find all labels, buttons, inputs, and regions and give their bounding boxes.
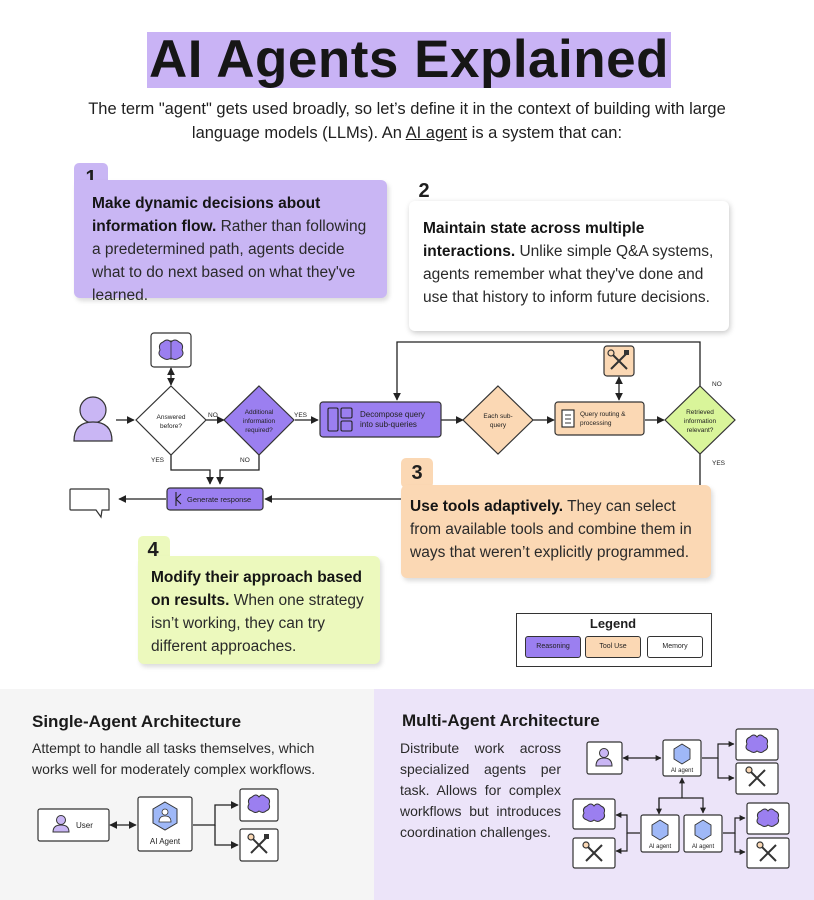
tools-icon bbox=[746, 837, 790, 869]
label-yes-2: YES bbox=[151, 457, 165, 464]
card-3-heading: Use tools adaptively. bbox=[410, 498, 564, 515]
decompose-line2: into sub-queries bbox=[360, 420, 417, 429]
multi-agent-title: Multi-Agent Architecture bbox=[402, 711, 600, 730]
card-2-heading: Maintain state across multiple interacti… bbox=[423, 220, 645, 260]
intro-before: The term "agent" gets used broadly, so l… bbox=[88, 100, 726, 142]
brain-icon bbox=[239, 788, 279, 822]
page-title: AI Agents Explained bbox=[149, 30, 669, 89]
each-sub-line2: query bbox=[490, 422, 507, 429]
retrieved-line2: information bbox=[684, 418, 717, 425]
retrieved-line3: relevant? bbox=[687, 427, 714, 434]
card-modify-approach: Modify their approach based on results. … bbox=[138, 556, 380, 664]
single-user-label: User bbox=[76, 821, 93, 830]
document-icon bbox=[561, 409, 575, 428]
answered-before-line2: before? bbox=[160, 423, 182, 430]
generate-response-box: Generate response bbox=[166, 487, 264, 511]
multi-user-box bbox=[586, 741, 623, 775]
card-dynamic-decisions: Make dynamic decisions about information… bbox=[74, 180, 387, 304]
routing-line2: processing bbox=[580, 420, 612, 427]
legend-memory: Memory bbox=[647, 636, 703, 658]
answered-before-diamond: Answered before? bbox=[135, 385, 207, 456]
card-2-number: 2 bbox=[418, 180, 430, 202]
single-agent-label: AI Agent bbox=[150, 837, 181, 846]
card-2-text: Unlike simple Q&A systems, agents rememb… bbox=[423, 243, 714, 306]
intro-after: is a system that can: bbox=[467, 124, 623, 142]
tools-icon bbox=[735, 762, 779, 795]
retrieved-line1: Retrieved bbox=[686, 409, 714, 416]
card-3-number: 3 bbox=[411, 462, 423, 484]
single-agent-title: Single-Agent Architecture bbox=[32, 712, 242, 731]
multi-agent-top: AI agent bbox=[662, 739, 702, 777]
multi-agent-br-label: AI agent bbox=[692, 844, 715, 850]
multi-agent-desc: Distribute work across specialized agent… bbox=[400, 740, 561, 840]
ai-agent-link[interactable]: AI agent bbox=[405, 124, 468, 142]
each-sub-line1: Each sub- bbox=[483, 413, 512, 420]
user-icon bbox=[73, 396, 113, 442]
routing-line1: Query routing & bbox=[580, 411, 626, 418]
card-1-text: Rather than following a predetermined pa… bbox=[92, 218, 367, 304]
multi-agent-top-label: AI agent bbox=[671, 768, 694, 774]
additional-info-diamond: Additional information required? bbox=[223, 385, 295, 456]
decompose-line1: Decompose query bbox=[360, 410, 425, 419]
card-4-text: When one strategy isn’t working, they ca… bbox=[151, 592, 364, 655]
brain-icon bbox=[746, 802, 790, 835]
card-maintain-state: Maintain state across multiple interacti… bbox=[409, 201, 729, 331]
card-4-heading: Modify their approach based on results. bbox=[151, 569, 363, 609]
single-agent-diagram: User AI Agent bbox=[37, 788, 279, 862]
single-agent-box: AI Agent bbox=[137, 796, 193, 852]
tools-icon bbox=[239, 828, 279, 862]
legend-title: Legend bbox=[589, 616, 637, 631]
single-user-box: User bbox=[37, 808, 110, 842]
title-highlight bbox=[147, 32, 671, 88]
memory-brain-icon bbox=[150, 332, 192, 368]
legend-tool-use: Tool Use bbox=[585, 636, 641, 658]
label-yes-1: YES bbox=[294, 412, 308, 419]
retrieved-relevant-diamond: Retrieved information relevant? bbox=[664, 385, 736, 455]
tools-icon bbox=[603, 345, 635, 377]
label-no-3: NO bbox=[712, 381, 722, 388]
label-yes-3: YES bbox=[712, 460, 726, 467]
multi-agent-bottom-left: AI agent bbox=[640, 814, 680, 853]
decompose-query-box: Decompose query into sub-queries bbox=[319, 401, 442, 438]
label-no-1: NO bbox=[208, 412, 218, 419]
each-subquery-diamond: Each sub- query bbox=[462, 385, 534, 455]
legend-reasoning: Reasoning bbox=[525, 636, 581, 658]
card-3-tab bbox=[401, 458, 433, 488]
card-1-heading: Make dynamic decisions about information… bbox=[92, 195, 321, 235]
card-3-text: They can select from available tools and… bbox=[410, 498, 692, 561]
fork-icon bbox=[175, 492, 182, 506]
label-no-2: NO bbox=[240, 457, 250, 464]
additional-info-line1: Additional bbox=[245, 409, 274, 416]
query-routing-box: Query routing & processing bbox=[554, 401, 645, 436]
card-1-number: 1 bbox=[85, 167, 97, 189]
multi-agent-bottom-right: AI agent bbox=[683, 814, 723, 853]
single-agent-section bbox=[0, 689, 374, 900]
card-use-tools: Use tools adaptively. They can select fr… bbox=[401, 485, 711, 578]
multi-agent-diagram: AI agent AI agent AI agent bbox=[572, 728, 790, 869]
answered-before-line1: Answered bbox=[157, 414, 186, 421]
intro-text: The term "agent" gets used broadly, so l… bbox=[60, 97, 754, 145]
brain-icon bbox=[735, 728, 779, 761]
brain-icon bbox=[572, 798, 616, 830]
decompose-icon bbox=[327, 407, 353, 432]
additional-info-line2: information bbox=[243, 418, 276, 425]
additional-info-line3: required? bbox=[245, 427, 273, 434]
chat-bubble-icon bbox=[69, 488, 110, 519]
multi-agent-bl-label: AI agent bbox=[649, 844, 672, 850]
single-agent-desc: Attempt to handle all tasks themselves, … bbox=[32, 740, 316, 777]
tools-icon bbox=[572, 837, 616, 869]
generate-response-label: Generate response bbox=[187, 495, 251, 504]
card-4-number: 4 bbox=[147, 539, 159, 561]
